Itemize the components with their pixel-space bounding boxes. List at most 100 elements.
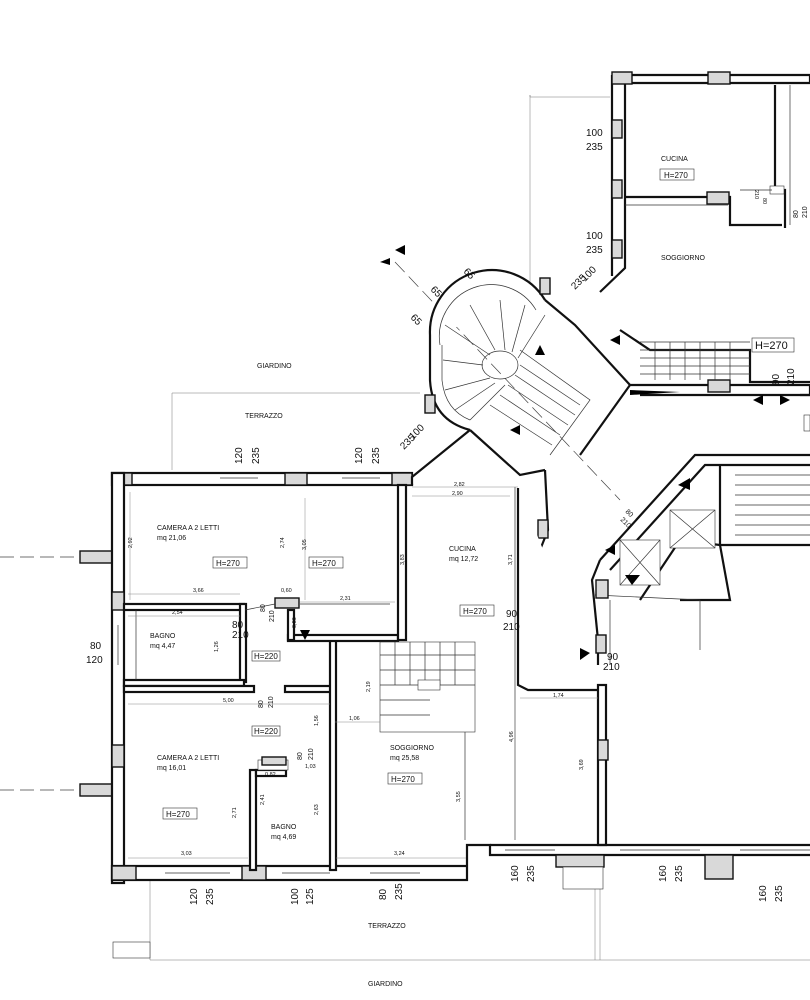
height-cucina-upper: H=270 (664, 171, 688, 180)
opening-w5-height: 235 (251, 447, 262, 464)
dim-126: 1,26 (214, 641, 220, 652)
door-kitchen-upper-a-width: 80 (761, 198, 767, 204)
label-bagno-2-area: mq 4,69 (271, 834, 296, 841)
opening-w12-width: 160 (658, 865, 669, 882)
door-kitchen-upper-b-height: 210 (802, 206, 809, 218)
opening-w8-width: 120 (189, 888, 200, 905)
dim-219: 2,19 (366, 681, 372, 692)
opening-door-stair-height: 210 (786, 368, 797, 385)
dim-500: 5,00 (223, 698, 234, 704)
dim-292: 2,92 (128, 537, 134, 548)
dim-254: 2,54 (172, 610, 183, 616)
opening-w9-width: 100 (290, 888, 301, 905)
label-terrazzo-bottom: TERRAZZO (368, 923, 406, 930)
label-bagno-1-area: mq 4,47 (150, 643, 175, 650)
opening-w9-height: 125 (305, 888, 316, 905)
label-soggiorno: SOGGIORNO (390, 745, 435, 752)
inner-stair-treads (380, 642, 475, 716)
opening-w10-height: 235 (394, 883, 405, 900)
opening-door-stair-width: 90 (771, 373, 782, 385)
dimension-lines (128, 486, 598, 859)
lift-core (590, 453, 810, 665)
dim-103: 1,03 (305, 764, 316, 770)
opening-door-kitchen-width: 90 (506, 609, 518, 620)
axis-lines (0, 261, 621, 797)
opening-w10-width: 80 (378, 888, 389, 900)
spiral-stair (424, 268, 632, 551)
dim-274: 2,74 (280, 537, 286, 548)
door-bagno-1-height: 210 (232, 630, 249, 641)
dim-305: 3,05 (302, 539, 308, 550)
height-cucina: H=270 (463, 607, 487, 616)
label-camera-2: CAMERA A 2 LETTI (157, 755, 219, 762)
label-soggiorno-area: mq 25,58 (390, 755, 419, 762)
opening-w12-height: 235 (674, 865, 685, 882)
upper-apartment (599, 71, 810, 432)
dim-371: 3,71 (508, 554, 514, 565)
opening-w1-width: 100 (586, 128, 603, 139)
dim-290: 2,90 (452, 491, 463, 497)
label-camera-1-area: mq 21,06 (157, 535, 186, 542)
opening-w2-height: 235 (586, 245, 603, 256)
opening-w6-width: 120 (354, 447, 365, 464)
opening-w7-width: 80 (90, 641, 102, 652)
dim-271: 2,71 (232, 807, 238, 818)
door-hall-2-height: 210 (268, 696, 275, 708)
opening-arc-3: 65 (408, 312, 424, 328)
dim-106: 1,06 (349, 716, 360, 722)
opening-door-entry-width: 90 (607, 652, 619, 663)
door-lift-width: 80 (624, 508, 635, 519)
dim-496: 4,96 (509, 731, 515, 742)
dim-231: 2,31 (340, 596, 351, 602)
opening-w11-height: 235 (526, 865, 537, 882)
direction-arrows (300, 245, 790, 660)
dim-082: 0,82 (265, 772, 276, 778)
label-bagno-2: BAGNO (271, 824, 297, 831)
dim-324: 3,24 (394, 851, 405, 857)
opening-w2-width: 100 (586, 231, 603, 242)
label-cucina: CUCINA (449, 546, 476, 553)
label-soggiorno-upper: SOGGIORNO (661, 255, 706, 262)
opening-door-kitchen-height: 210 (503, 622, 520, 633)
label-giardino-top: GIARDINO (257, 363, 292, 370)
height-soggiorno: H=270 (391, 775, 415, 784)
door-hall-2-width: 80 (258, 700, 265, 708)
label-camera-1: CAMERA A 2 LETTI (157, 525, 219, 532)
upper-stair-treads (640, 341, 750, 380)
door-kitchen-upper-b-width: 80 (793, 210, 800, 218)
dimension-labels: 2,82 2,90 2,92 2,74 3,05 3,83 3,71 3,66 … (128, 482, 585, 857)
opening-w13-height: 235 (774, 885, 785, 902)
door-bagno-1-width: 80 (232, 620, 244, 631)
label-cucina-upper: CUCINA (661, 156, 688, 163)
dim-282: 2,82 (454, 482, 465, 488)
room-labels: GIARDINO TERRAZZO CUCINA SOGGIORNO CAMER… (150, 156, 706, 988)
door-bagno-2-height: 210 (308, 748, 315, 760)
height-camera-1: H=270 (216, 559, 240, 568)
door-hall-1-height: 210 (269, 610, 276, 622)
label-cucina-area: mq 12,72 (449, 556, 478, 563)
dim-369: 3,69 (579, 759, 585, 770)
opening-w11-width: 160 (510, 865, 521, 882)
height-camera-2: H=270 (166, 810, 190, 819)
label-giardino-bottom: GIARDINO (368, 981, 403, 988)
opening-w7-height: 120 (86, 655, 103, 666)
dim-174: 1,74 (553, 693, 564, 699)
opening-w8-height: 235 (205, 888, 216, 905)
dim-303: 3,03 (181, 851, 192, 857)
label-terrazzo-top: TERRAZZO (245, 413, 283, 420)
label-camera-2-area: mq 16,01 (157, 765, 186, 772)
height-labels: H=270 H=270 H=270 H=270 H=220 H=220 H=27… (162, 168, 795, 820)
door-bagno-2-width: 80 (297, 752, 304, 760)
site-lines (112, 95, 810, 961)
opening-w1-height: 235 (586, 142, 603, 153)
door-hall-1-width: 80 (260, 604, 267, 612)
dim-241: 2,41 (260, 794, 266, 805)
opening-door-entry-height: 210 (603, 662, 620, 673)
door-kitchen-upper-a-height: 210 (753, 190, 759, 199)
opening-w13-width: 160 (758, 885, 769, 902)
opening-w6-height: 235 (371, 447, 382, 464)
dim-383: 3,83 (400, 554, 406, 565)
label-bagno-1: BAGNO (150, 633, 176, 640)
height-camera-1b: H=270 (312, 559, 336, 568)
